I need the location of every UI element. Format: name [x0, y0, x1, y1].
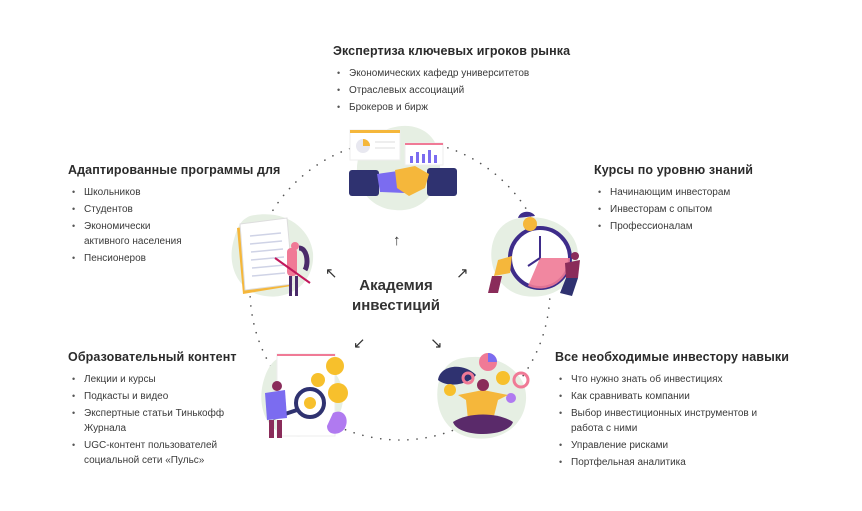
section-courses: Курсы по уровню знаний Начинающим инвест… [594, 163, 753, 236]
list-item: Что нужно знать об инвестициях [555, 372, 785, 387]
list-item: Портфельная аналитика [555, 455, 785, 470]
list-item: Отраслевых ассоциаций [333, 83, 570, 98]
section-title: Курсы по уровню знаний [594, 163, 754, 177]
magnifier-coins-illustration [261, 353, 348, 438]
section-title: Все необходимые инвестору навыки [555, 350, 790, 364]
list-item: Управление рисками [555, 438, 785, 453]
list-item: Подкасты и видео [68, 389, 248, 404]
center-title-line2: инвестиций [351, 297, 441, 314]
list-item: Инвесторам с опытом [594, 202, 753, 217]
center-title-line1: Академия [359, 277, 433, 294]
arrow-up-icon: ↑ [393, 232, 401, 249]
list-item: Лекции и курсы [68, 372, 248, 387]
arrow-downright-icon: ↘ [430, 335, 443, 352]
document-writing-illustration [231, 214, 314, 297]
section-investor-skills: Все необходимые инвестору навыки Что нуж… [555, 350, 790, 472]
section-adapted-programs: Адаптированные программы для Школьников … [68, 163, 281, 268]
list-item: Экспертные статьи Тинькофф Журнала [68, 406, 244, 436]
arrow-upright-icon: ↗ [456, 265, 469, 282]
section-title: Экспертиза ключевых игроков рынка [333, 44, 571, 58]
section-title: Образовательный контент [68, 350, 237, 364]
handshake-illustration [349, 125, 457, 211]
section-educational-content: Образовательный контент Лекции и курсы П… [68, 350, 248, 470]
list-item: Пенсионеров [68, 251, 248, 266]
section-expertise: Экспертиза ключевых игроков рынка Эконом… [333, 44, 570, 117]
list-item: Экономически активного населения [68, 219, 194, 249]
list-item: Как сравнивать компании [555, 389, 785, 404]
list-item: Школьников [68, 185, 248, 200]
center-title: Академия инвестиций [340, 276, 452, 316]
list-item: UGC-контент пользователей социальной сет… [68, 438, 244, 468]
arrow-downleft-icon: ↙ [353, 335, 366, 352]
clock-runners-illustration [488, 211, 580, 297]
meditation-skills-illustration [437, 353, 530, 439]
section-title: Адаптированные программы для [68, 163, 281, 177]
list-item: Начинающим инвесторам [594, 185, 753, 200]
list-item: Брокеров и бирж [333, 100, 570, 115]
arrow-upleft-icon: ↖ [325, 265, 338, 282]
list-item: Выбор инвестиционных инструментов и рабо… [555, 406, 771, 436]
list-item: Студентов [68, 202, 248, 217]
list-item: Профессионалам [594, 219, 753, 234]
list-item: Экономических кафедр университетов [333, 66, 570, 81]
